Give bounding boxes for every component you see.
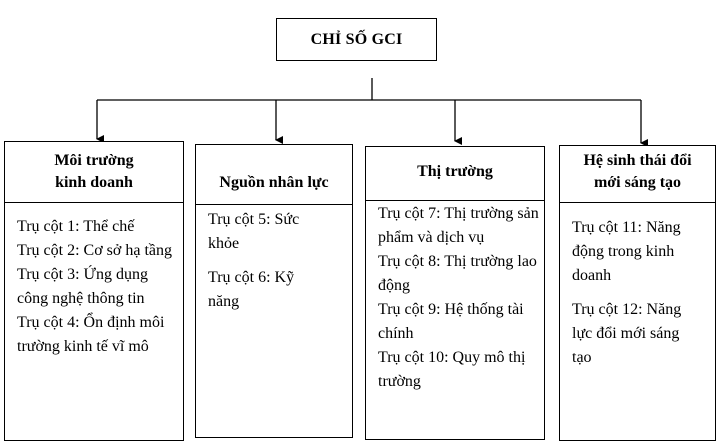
- header-line: mới sáng tạo: [593, 174, 682, 191]
- pillar-item: Trụ cột 1: Thể chế: [17, 218, 135, 235]
- header-line: kinh doanh: [55, 174, 133, 191]
- header-divider: [366, 200, 544, 201]
- header-line: Hệ sinh thái đổi: [583, 152, 692, 169]
- pillar-list: Trụ cột 7: Thị trường sản phẩm và dịch v…: [378, 202, 540, 394]
- pillar-item: Trụ cột 5: Sức khỏe: [208, 211, 300, 252]
- column-header: Thị trường: [366, 161, 544, 183]
- pillar-item: Trụ cột 10: Quy mô thị trường: [378, 349, 526, 390]
- pillar-item: Trụ cột 12: Năng lực đổi mới sáng tạo: [572, 301, 682, 366]
- pillar-list: Trụ cột 5: Sức khỏe Trụ cột 6: Kỹ năng: [208, 208, 328, 314]
- pillar-item: Trụ cột 4: Ổn định môi trường kinh tế vĩ…: [17, 314, 165, 355]
- pillar-item: Trụ cột 6: Kỹ năng: [208, 269, 295, 310]
- column-header: Hệ sinh thái đổi mới sáng tạo: [560, 150, 715, 194]
- header-divider: [5, 202, 183, 203]
- gci-title: CHỈ SỐ GCI: [310, 30, 403, 48]
- column-business-environment: Môi trường kinh doanh Trụ cột 1: Thể chế…: [4, 141, 184, 441]
- header-line: Thị trường: [417, 163, 493, 180]
- pillar-item: Trụ cột 3: Ứng dụng công nghệ thông tin: [17, 266, 148, 307]
- header-divider: [560, 202, 715, 203]
- pillar-list: Trụ cột 11: Năng động trong kinh doanh T…: [572, 216, 702, 370]
- pillar-list: Trụ cột 1: Thể chế Trụ cột 2: Cơ sở hạ t…: [17, 215, 175, 359]
- header-divider: [196, 204, 352, 205]
- header-line: Nguồn nhân lực: [219, 174, 329, 191]
- column-header: Môi trường kinh doanh: [5, 150, 183, 194]
- column-market: Thị trường Trụ cột 7: Thị trường sản phẩ…: [365, 146, 545, 440]
- column-innovation-ecosystem: Hệ sinh thái đổi mới sáng tạo Trụ cột 11…: [559, 145, 716, 441]
- column-header: Nguồn nhân lực: [196, 172, 352, 194]
- pillar-item: Trụ cột 9: Hệ thống tài chính: [378, 301, 524, 342]
- header-line: Môi trường: [54, 152, 134, 169]
- column-human-resources: Nguồn nhân lực Trụ cột 5: Sức khỏe Trụ c…: [195, 144, 353, 438]
- pillar-item: Trụ cột 8: Thị trường lao động: [378, 253, 537, 294]
- gci-title-box: CHỈ SỐ GCI: [276, 18, 437, 61]
- pillar-item: Trụ cột 7: Thị trường sản phẩm và dịch v…: [378, 205, 539, 246]
- pillar-item: Trụ cột 2: Cơ sở hạ tầng: [17, 242, 172, 259]
- pillar-item: Trụ cột 11: Năng động trong kinh doanh: [572, 219, 681, 284]
